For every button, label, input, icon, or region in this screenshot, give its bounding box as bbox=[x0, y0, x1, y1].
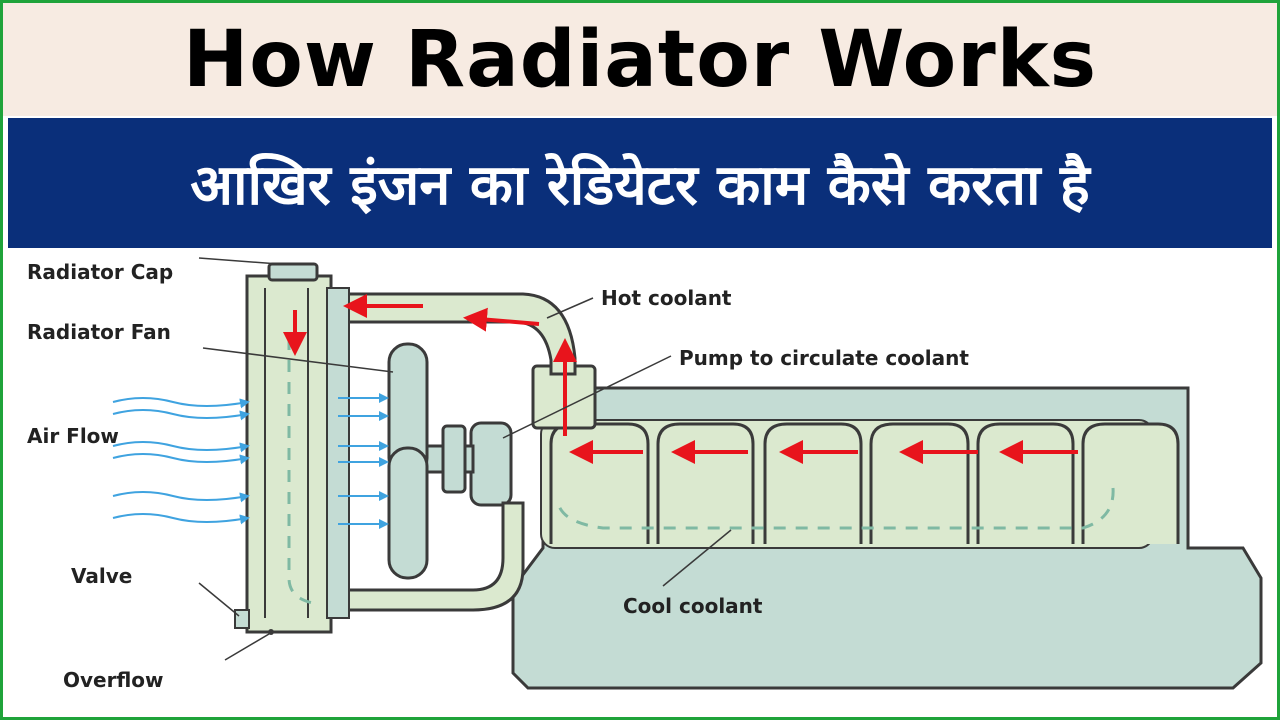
air-flow-label: Air Flow bbox=[27, 424, 119, 448]
subtitle-banner: आखिर इंजन का रेडियेटर काम कैसे करता है bbox=[8, 118, 1272, 248]
hot-coolant-label: Hot coolant bbox=[601, 286, 732, 310]
diagram-svg bbox=[112, 257, 1263, 690]
overflow-label: Overflow bbox=[63, 668, 164, 692]
radiator-cap-label: Radiator Cap bbox=[27, 260, 174, 284]
radiator-diagram: Radiator Cap Radiator Fan Air Flow Valve… bbox=[3, 248, 1277, 714]
coolant-flow-dashed bbox=[556, 487, 1115, 530]
radiator-side-tank bbox=[326, 287, 350, 619]
valve-label: Valve bbox=[71, 564, 133, 588]
hot-flow-arrows bbox=[283, 294, 1078, 464]
fan-hub bbox=[441, 424, 467, 494]
valve-icon bbox=[234, 609, 250, 629]
radiator-fan-label: Radiator Fan bbox=[27, 320, 171, 344]
page-title: How Radiator Works bbox=[182, 14, 1098, 105]
hindi-subtitle: आखिर इंजन का रेडियेटर काम कैसे करता है bbox=[190, 153, 1090, 218]
bottom-hose bbox=[331, 501, 525, 612]
cool-coolant-label: Cool coolant bbox=[623, 594, 763, 618]
radiator-cap-icon bbox=[267, 262, 319, 282]
fan-icon bbox=[387, 342, 429, 580]
radiator-flow-dashed bbox=[287, 338, 314, 605]
leader-lines bbox=[198, 257, 732, 661]
pump-icon bbox=[469, 421, 513, 507]
air-through-arrows bbox=[338, 393, 389, 529]
title-banner: How Radiator Works bbox=[3, 3, 1277, 116]
pump-label: Pump to circulate coolant bbox=[679, 346, 969, 370]
overflow-outlet bbox=[268, 629, 274, 635]
air-flow-arrows bbox=[112, 397, 250, 525]
